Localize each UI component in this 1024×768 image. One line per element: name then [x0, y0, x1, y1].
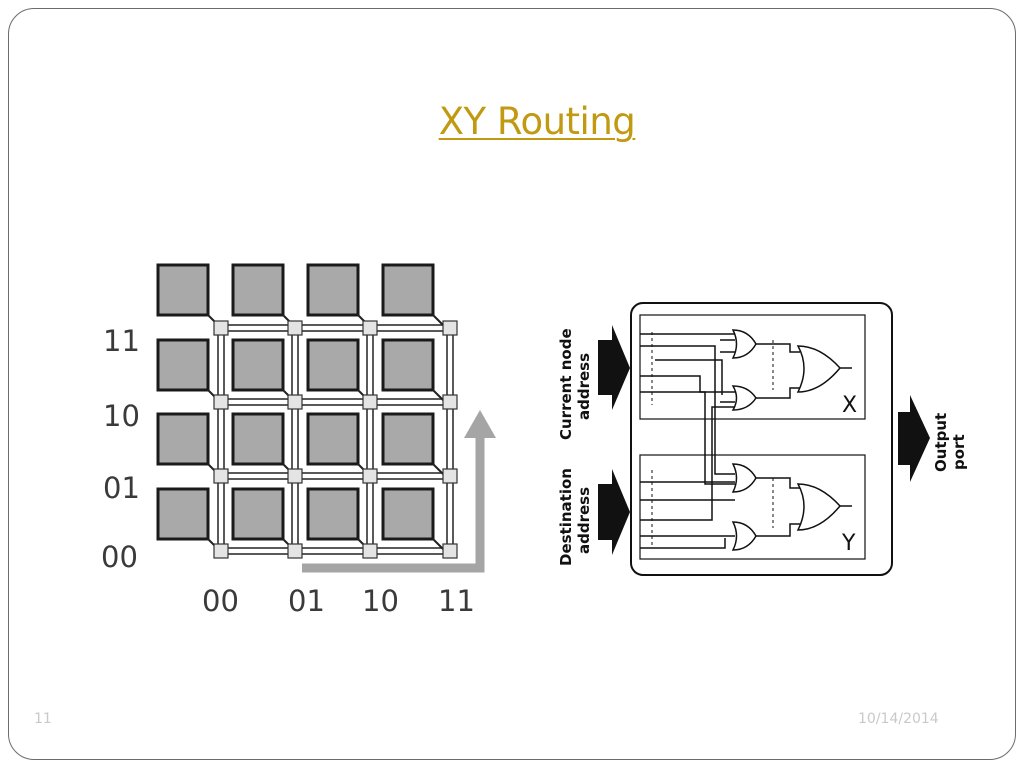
row-label-01: 01	[103, 471, 140, 505]
circuit-outer-box	[630, 302, 893, 576]
router-node	[213, 394, 229, 410]
processing-tile	[156, 412, 210, 466]
output-port-label-line1: Output	[932, 413, 950, 472]
register-x-box	[639, 314, 866, 420]
mesh-links	[217, 324, 454, 555]
slide-date: 10/14/2014	[858, 711, 939, 727]
processing-tile	[156, 487, 210, 541]
row-label-10: 10	[103, 399, 140, 433]
router-node	[362, 468, 378, 484]
slide-number: 11	[34, 711, 52, 727]
processing-tile	[306, 412, 360, 466]
router-node	[287, 394, 303, 410]
col-label-00: 00	[202, 584, 239, 618]
processing-tile	[306, 487, 360, 541]
col-label-10: 10	[362, 584, 399, 618]
row-label-00: 00	[101, 540, 138, 574]
router-node	[362, 394, 378, 410]
current-address-label-line1: Current node	[557, 328, 575, 440]
xy-route-arrow	[302, 410, 496, 573]
mesh-tiles	[156, 263, 444, 550]
tile-connector	[432, 463, 444, 475]
router-node	[362, 320, 378, 336]
router-node	[213, 320, 229, 336]
router-node	[442, 543, 458, 559]
router-node	[213, 468, 229, 484]
slide-title: XY Routing	[438, 100, 636, 143]
destination-address-label-line2: address	[575, 487, 593, 554]
destination-address-arrow	[598, 469, 630, 555]
output-port-label-line2: port	[950, 434, 968, 470]
tile-connector	[432, 538, 444, 550]
processing-tile	[381, 338, 435, 392]
output-port-arrow	[898, 395, 930, 482]
router-node	[362, 543, 378, 559]
register-y-label: Y	[841, 531, 856, 556]
col-label-11: 11	[438, 584, 475, 618]
router-node	[442, 320, 458, 336]
processing-tile	[156, 338, 210, 392]
row-label-11: 11	[103, 324, 140, 358]
register-y-box	[639, 454, 866, 560]
processing-tile	[381, 487, 435, 541]
router-node	[287, 468, 303, 484]
processing-tile	[381, 263, 435, 317]
router-node	[213, 543, 229, 559]
router-node	[287, 543, 303, 559]
router-node	[442, 394, 458, 410]
current-address-arrow	[598, 325, 630, 410]
tile-connector	[432, 389, 444, 401]
col-label-01: 01	[288, 584, 325, 618]
processing-tile	[381, 412, 435, 466]
router-node	[287, 320, 303, 336]
processing-tile	[231, 487, 285, 541]
routing-circuit	[630, 302, 893, 576]
processing-tile	[306, 338, 360, 392]
processing-tile	[231, 338, 285, 392]
processing-tile	[231, 412, 285, 466]
tile-connector	[432, 314, 444, 326]
current-address-label-line2: address	[575, 353, 593, 420]
processing-tile	[231, 263, 285, 317]
processing-tile	[306, 263, 360, 317]
processing-tile	[156, 263, 210, 317]
register-x-label: X	[842, 393, 857, 418]
destination-address-label-line1: Destination	[557, 468, 575, 566]
mesh-routers	[213, 320, 458, 559]
router-node	[442, 468, 458, 484]
